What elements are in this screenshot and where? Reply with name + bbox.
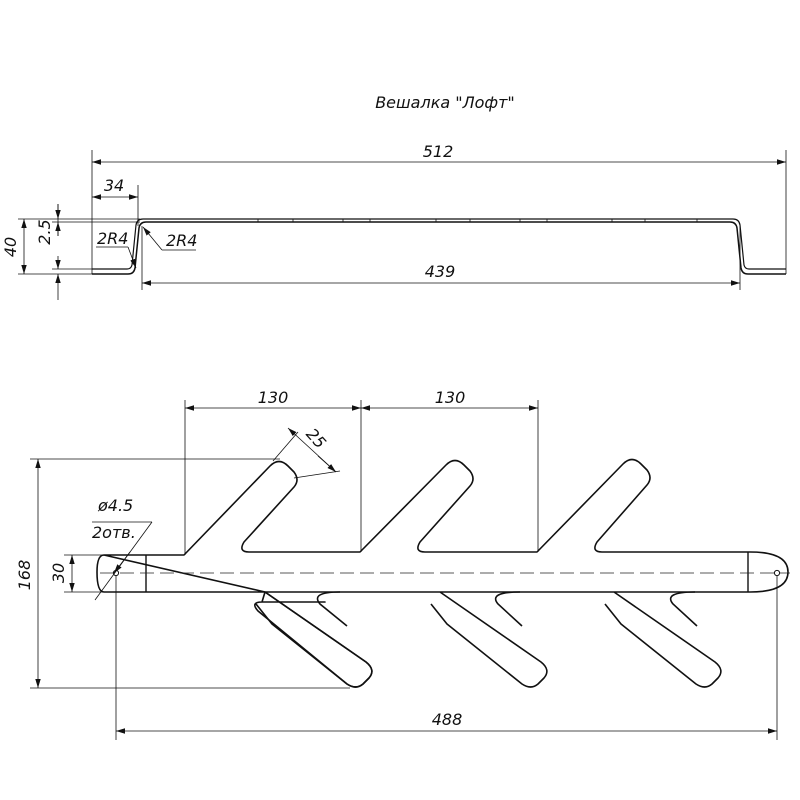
- hole-diameter: ø4.5: [97, 496, 133, 515]
- drawing-title: Вешалка "Лофт": [375, 93, 515, 112]
- dim-thickness: 2.5: [35, 219, 54, 244]
- side-view: 512 34 40 2.5 2R4 2R4 439: [1, 142, 787, 300]
- hole-count: 2отв.: [92, 523, 136, 542]
- bend-radius-left: 2R4: [97, 229, 128, 248]
- dim-arm-width: 25: [302, 424, 330, 452]
- lower-slots: [316, 591, 698, 627]
- profile-hole-marks: [257, 219, 698, 222]
- dim-hole-distance: 488: [432, 710, 463, 729]
- dim-inner-length: 439: [425, 262, 456, 281]
- mounting-hole-right: [773, 569, 781, 577]
- bottom-arms: [254, 591, 373, 688]
- dim-total-height: 168: [15, 560, 34, 591]
- bend-radius-right: 2R4: [166, 231, 197, 250]
- dim-total-length: 512: [423, 142, 454, 161]
- dim-bar-width: 30: [49, 563, 68, 583]
- top-view: 130 130 25 ø4.5 2отв. 168 30 488: [15, 388, 790, 740]
- dim-spacing-2: 130: [435, 388, 466, 407]
- hanger-profile-outer: [92, 221, 786, 275]
- dim-spacing-1: 130: [258, 388, 289, 407]
- dim-height: 40: [1, 237, 20, 257]
- dim-flange: 34: [104, 176, 124, 195]
